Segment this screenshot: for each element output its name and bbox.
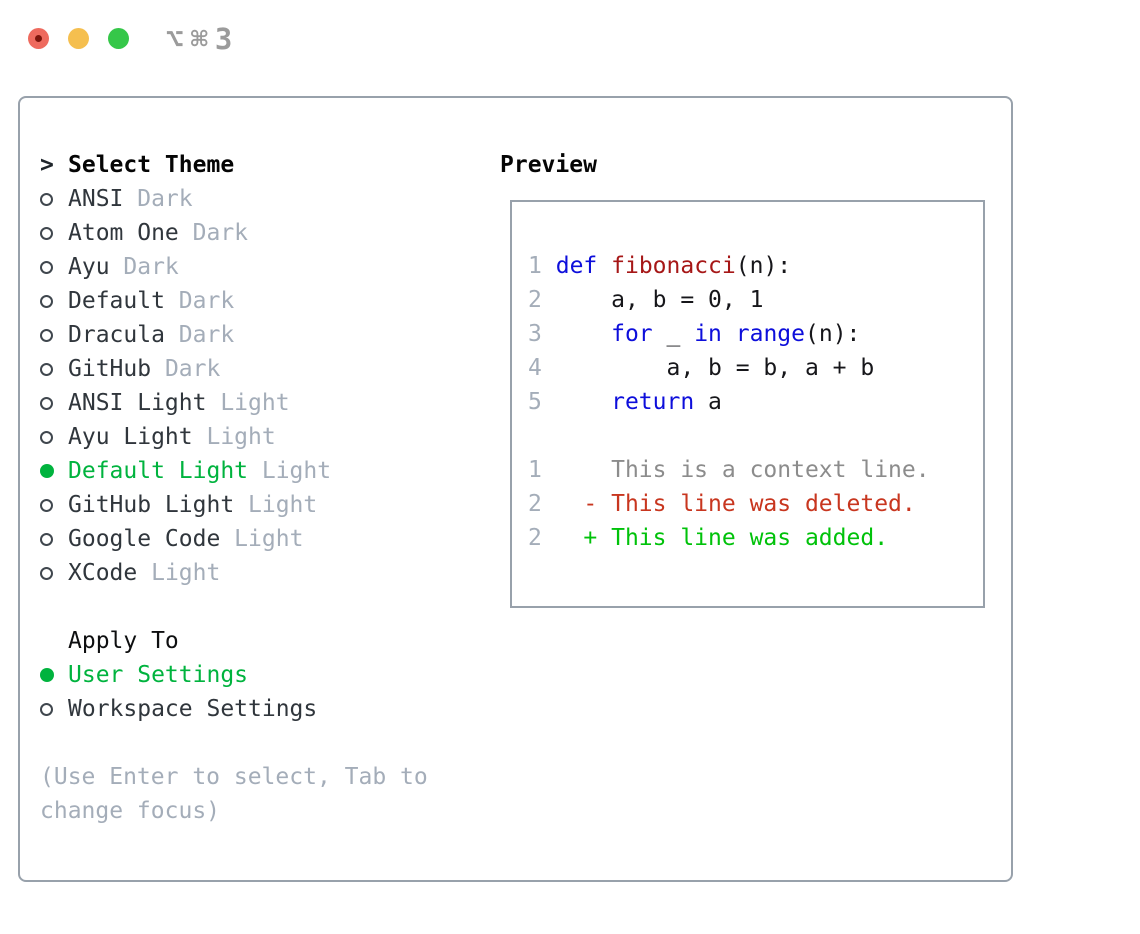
theme-variant: Light bbox=[220, 526, 304, 552]
focus-caret-icon: > bbox=[40, 152, 54, 178]
minimize-button[interactable] bbox=[68, 28, 89, 49]
spacer bbox=[40, 726, 486, 760]
radio-icon bbox=[40, 420, 68, 454]
theme-variant: Light bbox=[206, 390, 290, 416]
code-line: 3 for _ in range(n): bbox=[528, 321, 861, 347]
hint-text-line2: change focus) bbox=[40, 798, 221, 824]
theme-name: Default bbox=[68, 288, 165, 314]
radio-selected-icon bbox=[40, 454, 68, 488]
theme-name: Ayu bbox=[68, 254, 110, 280]
line-number: 3 bbox=[528, 321, 542, 347]
theme-name: GitHub bbox=[68, 356, 152, 382]
radio-icon bbox=[40, 284, 68, 318]
line-number: 2 bbox=[528, 491, 542, 517]
close-button[interactable] bbox=[28, 28, 49, 49]
theme-option[interactable]: Dracula Dark bbox=[40, 318, 486, 352]
theme-variant: Dark bbox=[109, 254, 179, 280]
theme-option[interactable]: Default Light Light bbox=[40, 454, 486, 488]
theme-variant: Light bbox=[137, 560, 221, 586]
diff-context-line: 1 This is a context line. bbox=[528, 457, 930, 483]
preview-title: Preview bbox=[500, 152, 597, 178]
theme-option[interactable]: Ayu Light Light bbox=[40, 420, 486, 454]
radio-icon bbox=[40, 352, 68, 386]
theme-option[interactable]: GitHub Dark bbox=[40, 352, 486, 386]
window-title: ⌥⌘3 bbox=[166, 22, 240, 56]
theme-list-header: > Select Theme bbox=[40, 148, 486, 182]
theme-name: Ayu Light bbox=[68, 424, 193, 450]
hint-text-line1: (Use Enter to select, Tab to bbox=[40, 764, 428, 790]
diff-deleted-line: 2 - This line was deleted. bbox=[528, 491, 916, 517]
theme-name: Default Light bbox=[68, 458, 249, 484]
theme-name: ANSI bbox=[68, 186, 124, 212]
preview-code: 1 def fibonacci(n): 2 a, b = 0, 1 3 for _ … bbox=[510, 200, 985, 608]
radio-selected-icon bbox=[40, 658, 68, 692]
theme-variant: Dark bbox=[164, 322, 235, 348]
theme-option[interactable]: ANSI Light Light bbox=[40, 386, 486, 420]
line-number: 1 bbox=[528, 253, 542, 279]
indent bbox=[40, 624, 68, 658]
zoom-button[interactable] bbox=[108, 28, 129, 49]
apply-to-header: Apply To bbox=[40, 624, 486, 658]
theme-variant: Light bbox=[234, 492, 318, 518]
theme-name: Atom One bbox=[68, 220, 179, 246]
radio-icon bbox=[40, 488, 68, 522]
spacer bbox=[40, 590, 486, 624]
theme-option[interactable]: ANSI Dark bbox=[40, 182, 486, 216]
code-line: 4 a, b = b, a + b bbox=[528, 355, 875, 381]
code-line: 5 return a bbox=[528, 389, 722, 415]
theme-variant: Dark bbox=[164, 288, 235, 314]
theme-name: Dracula bbox=[68, 322, 165, 348]
theme-name: ANSI Light bbox=[68, 390, 207, 416]
apply-to-option[interactable]: User Settings bbox=[40, 658, 486, 692]
radio-icon bbox=[40, 182, 68, 216]
apply-to-option[interactable]: Workspace Settings bbox=[40, 692, 486, 726]
line-number: 4 bbox=[528, 355, 542, 381]
theme-variant: Light bbox=[192, 424, 276, 450]
theme-variant: Light bbox=[248, 458, 332, 484]
theme-list-title: Select Theme bbox=[68, 152, 235, 178]
theme-option[interactable]: Google Code Light bbox=[40, 522, 486, 556]
theme-option[interactable]: XCode Light bbox=[40, 556, 486, 590]
line-number: 1 bbox=[528, 457, 542, 483]
code-line: 1 def fibonacci(n): bbox=[528, 253, 792, 279]
line-number: 5 bbox=[528, 389, 542, 415]
radio-icon bbox=[40, 386, 68, 420]
theme-name: Google Code bbox=[68, 526, 221, 552]
radio-icon bbox=[40, 318, 68, 352]
apply-to-label: Workspace Settings bbox=[68, 696, 318, 722]
theme-option[interactable]: Atom One Dark bbox=[40, 216, 486, 250]
theme-name: GitHub Light bbox=[68, 492, 235, 518]
radio-icon bbox=[40, 522, 68, 556]
theme-name: XCode bbox=[68, 560, 138, 586]
theme-variant: Dark bbox=[151, 356, 221, 382]
radio-icon bbox=[40, 250, 68, 284]
theme-option[interactable]: Default Dark bbox=[40, 284, 486, 318]
theme-variant: Dark bbox=[123, 186, 193, 212]
diff-added-line: 2 + This line was added. bbox=[528, 525, 889, 551]
line-number: 2 bbox=[528, 525, 542, 551]
line-number: 2 bbox=[528, 287, 542, 313]
theme-option[interactable]: Ayu Dark bbox=[40, 250, 486, 284]
radio-icon bbox=[40, 556, 68, 590]
blank-line bbox=[528, 419, 983, 453]
theme-variant: Dark bbox=[178, 220, 249, 246]
theme-option[interactable]: GitHub Light Light bbox=[40, 488, 486, 522]
apply-to-title: Apply To bbox=[68, 628, 179, 654]
radio-icon bbox=[40, 216, 68, 250]
radio-icon bbox=[40, 692, 68, 726]
traffic-lights bbox=[28, 28, 129, 49]
code-line: 2 a, b = 0, 1 bbox=[528, 287, 764, 313]
apply-to-label: User Settings bbox=[68, 662, 249, 688]
